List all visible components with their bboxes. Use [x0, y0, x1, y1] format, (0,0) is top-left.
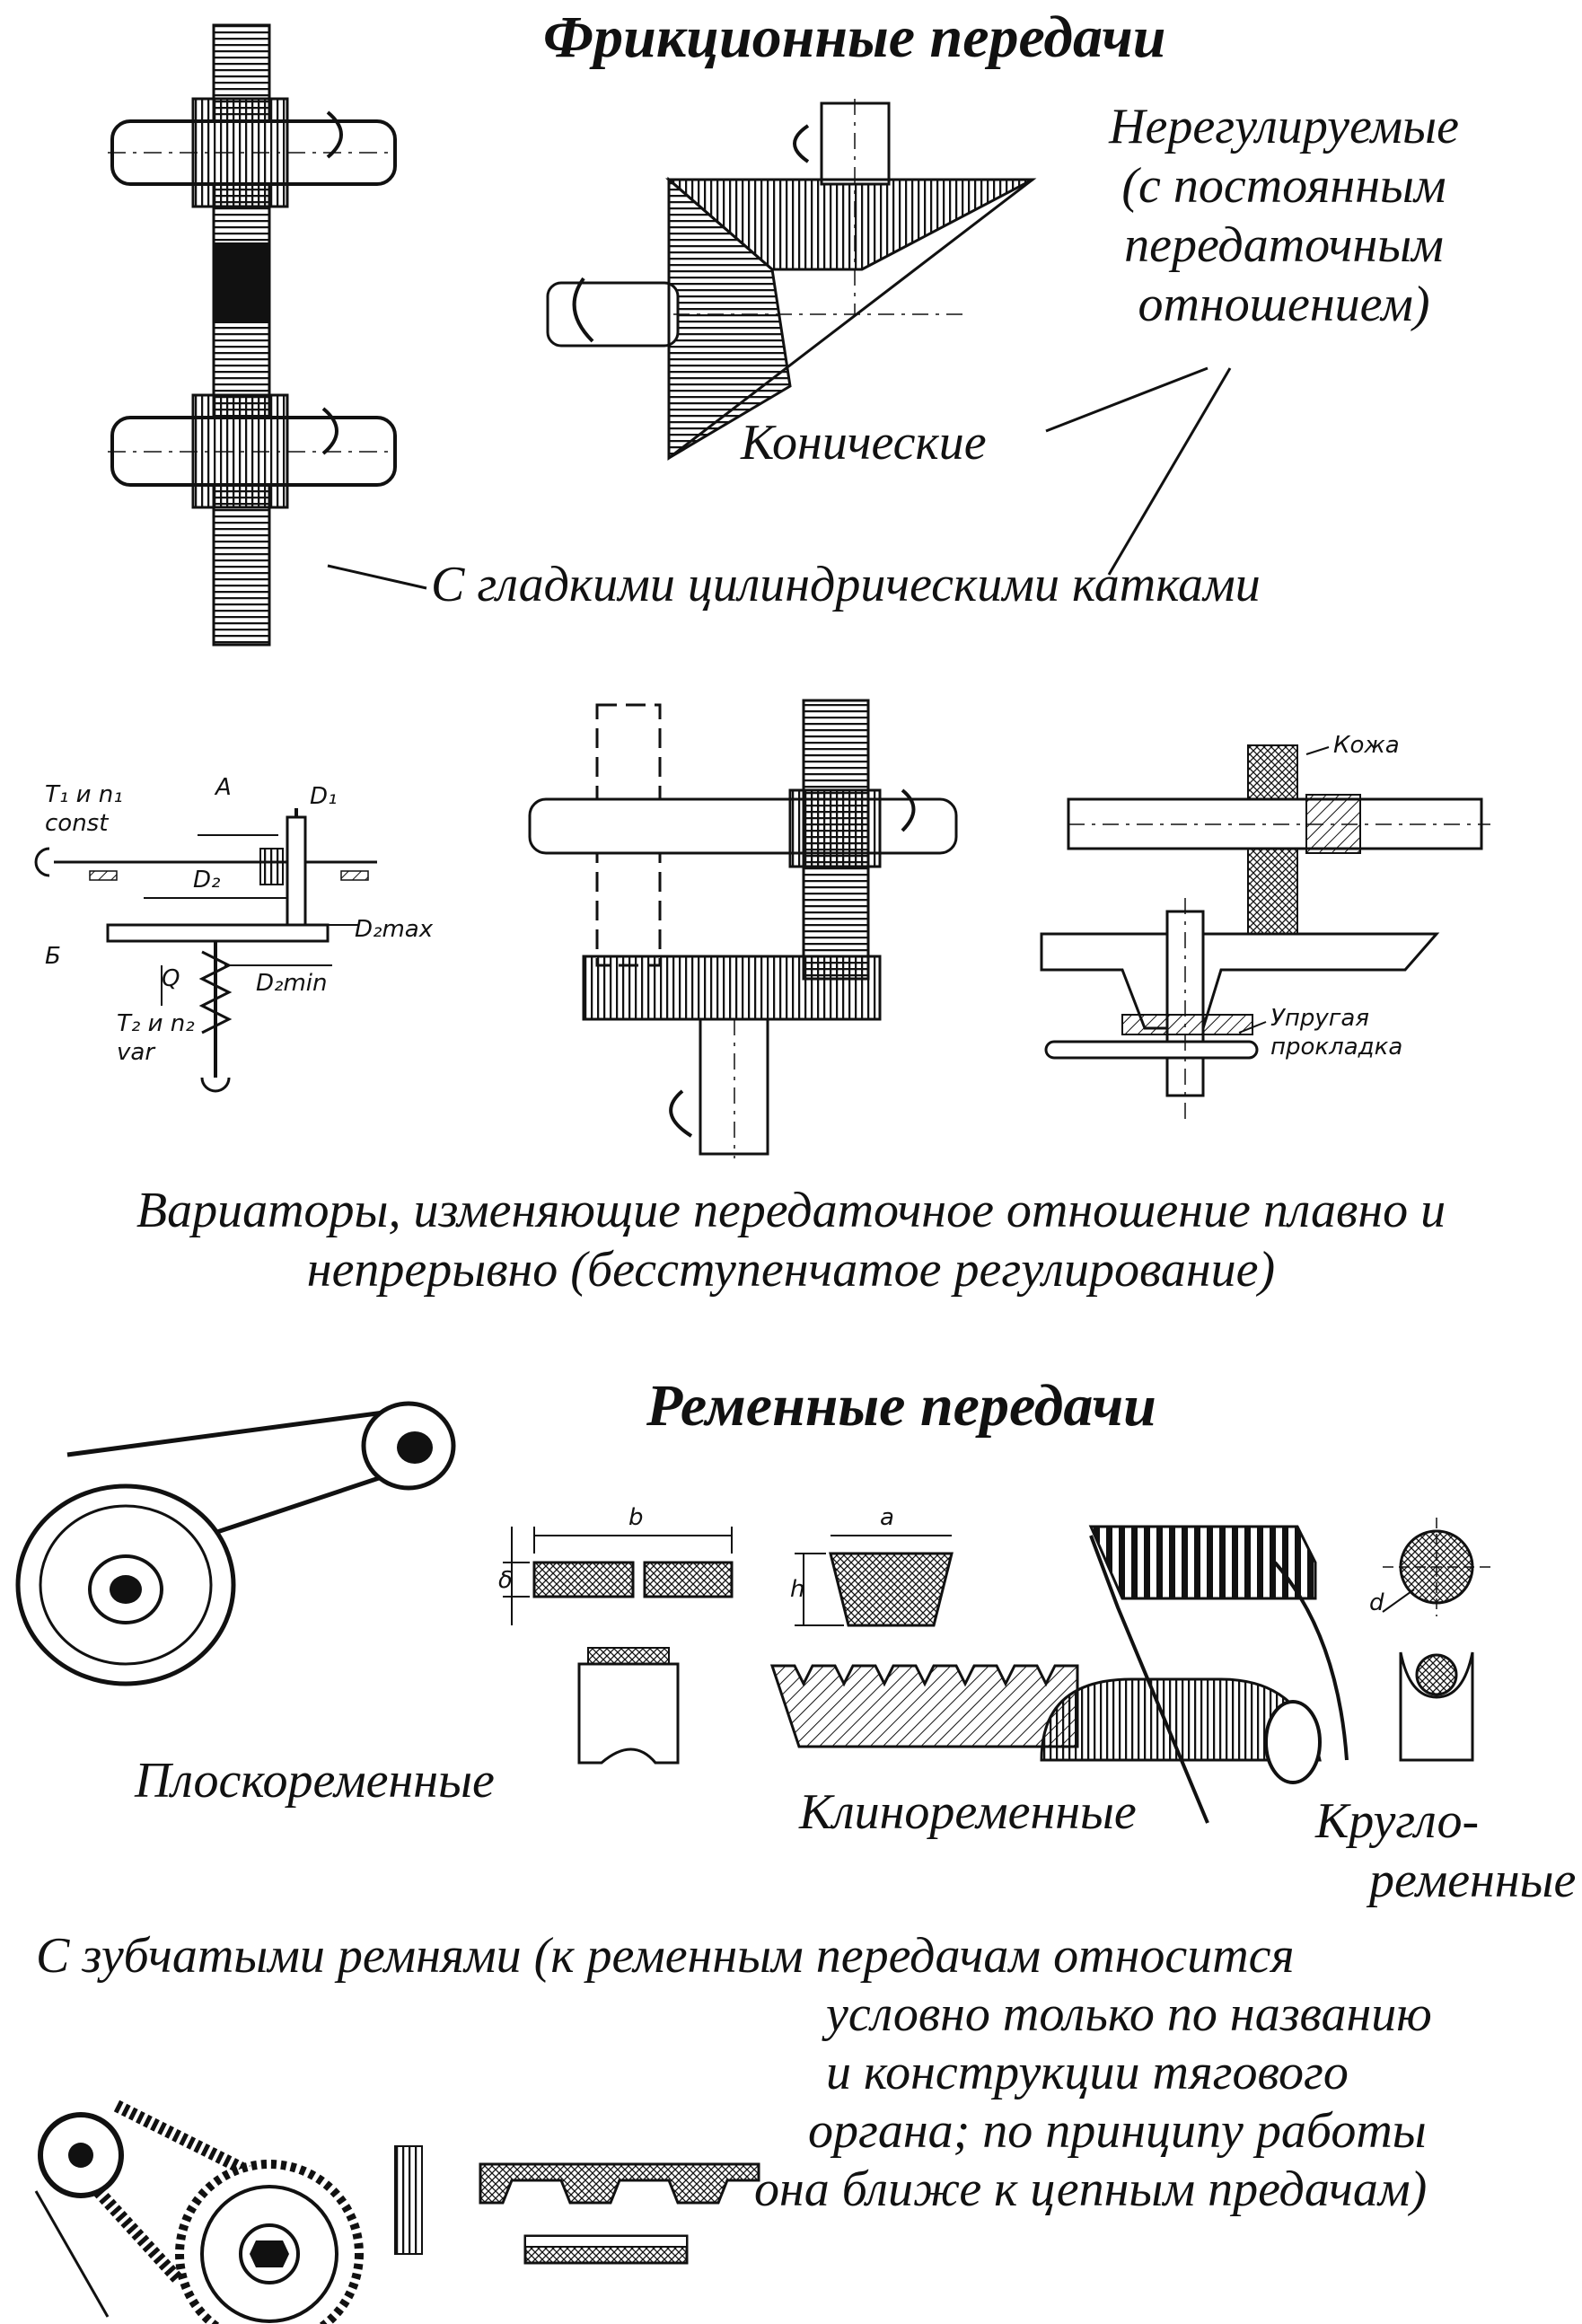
scheme-label-a: A [215, 774, 232, 801]
conical-caption: Конические [741, 415, 987, 471]
dim-d-label: d [1369, 1589, 1384, 1616]
flat-belt-caption: Плоскоременные [135, 1753, 495, 1809]
unregulated-line: (с постоянным [1121, 158, 1446, 214]
gasket-label: Упругая прокладка [1270, 1004, 1402, 1061]
belt-title: Ременные передачи [646, 1373, 1156, 1439]
unregulated-line: отношением) [1138, 277, 1430, 332]
toothed-caption-line-5: она ближе к цепным предачам) [754, 2161, 1428, 2217]
toothed-caption-line-1: С зубчатыми ремнями (к ременным передача… [36, 1928, 1295, 1984]
toothed-caption-line-2: условно только по названию [826, 1986, 1432, 2042]
variators-line: Вариаторы, изменяющие передаточное отнош… [136, 1183, 1446, 1238]
variator-disk-drawing [528, 699, 958, 1158]
cylindrical-rollers-drawing [108, 23, 427, 647]
friction-title: Фрикционные передачи [543, 4, 1166, 70]
conical-drawing [546, 99, 1232, 576]
v-belt-section-drawing [769, 1535, 1079, 1748]
dim-b-label: b [628, 1504, 644, 1531]
unregulated-line: Нерегулируемые [1109, 99, 1459, 154]
round-belt-caption: Кругло- ременные [1315, 1791, 1576, 1910]
unregulated-line: передаточным [1124, 217, 1444, 273]
round-belt-section-drawing [1382, 1518, 1495, 1762]
variators-line: непрерывно (бесступенчатое регулирование… [306, 1242, 1276, 1298]
scheme-label-q: Q [162, 965, 180, 992]
scheme-label-t1: T₁ и n₁ [45, 781, 123, 808]
dim-delta-label: δ [498, 1567, 513, 1594]
dim-a-label: a [880, 1504, 894, 1531]
round-belt-line: Кругло- [1315, 1793, 1480, 1849]
scheme-label-d2: D₂ [193, 867, 221, 894]
scheme-label-var: var [117, 1039, 155, 1066]
scheme-label-const: const [45, 810, 109, 837]
flat-belt-drive-drawing [15, 1401, 456, 1686]
toothed-caption-line-3: и конструкции тягового [826, 2045, 1349, 2100]
cylindrical-caption: С гладкими цилиндрическими катками [431, 557, 1261, 612]
scheme-label-d1: D₁ [310, 783, 338, 810]
toothed-caption-line-4: органа; по принципу работы [808, 2103, 1427, 2159]
scheme-label-d2min: D₂min [256, 970, 328, 997]
toothed-belt-drive-drawing [34, 2100, 423, 2324]
leather-disk-drawing [1040, 744, 1490, 1122]
variators-caption: Вариаторы, изменяющие передаточное отнош… [0, 1181, 1582, 1299]
gasket-line: Упругая [1270, 1005, 1369, 1032]
flat-belt-section-drawing [503, 1527, 734, 1765]
scheme-label-d2max: D₂max [355, 916, 434, 943]
gasket-line: прокладка [1270, 1034, 1403, 1061]
leather-label: Кожа [1333, 732, 1400, 759]
scheme-label-t2: T₂ и n₂ [117, 1010, 195, 1037]
variator-scheme-drawing [34, 808, 377, 1093]
multi-v-belt-drawing [1040, 1525, 1349, 1824]
unregulated-caption: Нерегулируемые (с постоянным передаточны… [1073, 97, 1495, 334]
dim-h-label: h [790, 1576, 805, 1603]
v-belt-caption: Клиноременные [799, 1784, 1137, 1840]
toothed-belt-section-drawing [479, 2162, 760, 2265]
scheme-label-b: Б [45, 943, 61, 970]
round-belt-line: ременные [1369, 1853, 1577, 1908]
